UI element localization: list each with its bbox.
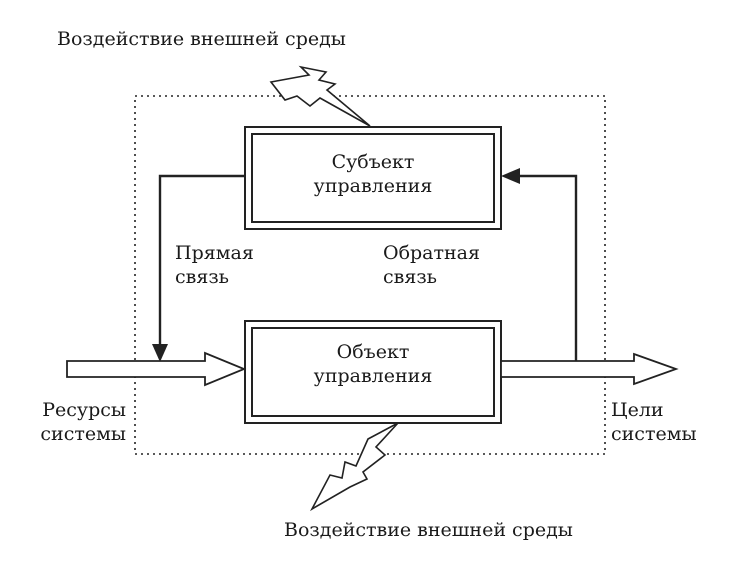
subject-label-line2: управления bbox=[313, 175, 433, 197]
resources-label: Ресурсы системы bbox=[14, 398, 126, 446]
feedback-link-arrowhead bbox=[501, 168, 520, 184]
input-arrow bbox=[66, 351, 247, 387]
subject-box bbox=[244, 126, 502, 230]
subject-label: Субъект управления bbox=[252, 150, 494, 198]
direct-link-arrowhead bbox=[152, 344, 168, 362]
goals-label-line1: Цели bbox=[611, 399, 664, 421]
env-bottom-label: Воздействие внешней среды bbox=[284, 519, 573, 541]
object-label-line1: Объект bbox=[336, 341, 410, 363]
env-top-label: Воздействие внешней среды bbox=[57, 28, 346, 50]
feedback-link-line bbox=[518, 174, 578, 362]
direct-link-label-line2: связь bbox=[175, 266, 230, 288]
object-box bbox=[244, 320, 502, 424]
direct-link-label: Прямая связь bbox=[175, 241, 254, 289]
bottom-lightning-icon bbox=[309, 422, 399, 512]
feedback-link-label: Обратная связь bbox=[383, 241, 480, 289]
object-label: Объект управления bbox=[252, 340, 494, 388]
output-arrow bbox=[500, 352, 679, 386]
top-lightning-icon bbox=[269, 65, 371, 127]
feedback-link-label-line1: Обратная bbox=[383, 242, 480, 264]
subject-label-line1: Субъект bbox=[331, 151, 415, 173]
direct-link-line bbox=[158, 174, 245, 344]
resources-label-line2: системы bbox=[40, 423, 126, 445]
direct-link-label-line1: Прямая bbox=[175, 242, 254, 264]
object-label-line2: управления bbox=[313, 365, 433, 387]
goals-label-line2: системы bbox=[611, 423, 697, 445]
goals-label: Цели системы bbox=[611, 398, 697, 446]
feedback-link-label-line2: связь bbox=[383, 266, 438, 288]
resources-label-line1: Ресурсы bbox=[42, 399, 126, 421]
